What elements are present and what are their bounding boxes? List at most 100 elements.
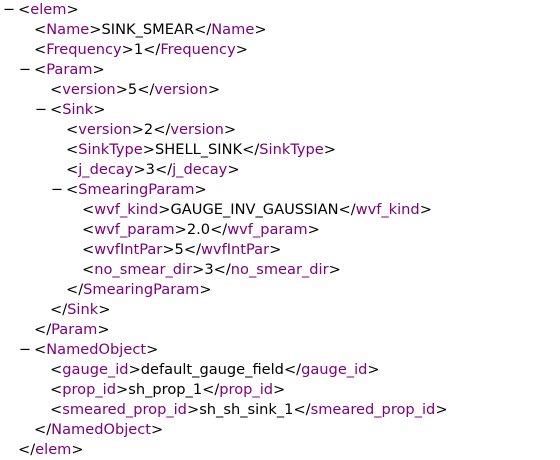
xml-line: <wvf_kind>GAUGE_INV_GAUSSIAN</wvf_kind> [82, 200, 432, 220]
close-tag-name: wvf_param [227, 221, 308, 238]
xml-line: <NamedObject> [34, 340, 158, 360]
xml-line: <Frequency>1</Frequency> [34, 40, 248, 60]
xml-line: <version>5</version> [50, 80, 220, 100]
close-bracket: > [121, 41, 134, 58]
close-tag-name: prop_id [219, 381, 274, 398]
element-value: 5 [127, 81, 138, 98]
open-bracket: < [82, 201, 95, 218]
close-bracket: > [273, 381, 286, 398]
open-bracket: < [66, 181, 79, 198]
xml-line: <no_smear_dir>3</no_smear_dir> [82, 260, 341, 280]
element-value: default_gauge_field [140, 361, 284, 378]
xml-line: <Param> [34, 60, 105, 80]
close-tag-name: version [170, 121, 224, 138]
close-bracket: > [199, 281, 212, 298]
xml-line: <wvf_param>2.0</wvf_param> [82, 220, 320, 240]
close-bracket: > [235, 41, 248, 58]
xml-line: </Sink> [50, 300, 110, 320]
open-bracket: < [82, 241, 95, 258]
close-bracket: > [93, 101, 106, 118]
close-bracket: > [174, 221, 187, 238]
open-tag-name: elem [30, 1, 67, 18]
close-bracket: > [419, 201, 432, 218]
element-value: sh_sh_sink_1 [199, 401, 294, 418]
xml-line: </SmearingParam> [66, 280, 212, 300]
close-bracket: > [307, 221, 320, 238]
collapse-toggle-icon[interactable]: − [18, 61, 32, 78]
collapse-toggle-icon[interactable]: − [18, 341, 32, 358]
open-bracket: < [82, 261, 95, 278]
collapse-toggle-icon[interactable]: − [2, 1, 16, 18]
xml-line: <wvfIntPar>5</wvfIntPar> [82, 240, 281, 260]
element-value: 1 [133, 41, 144, 58]
close-tag-name: j_decay [172, 161, 228, 178]
end-open-bracket: </ [283, 361, 302, 378]
end-open-bracket: </ [153, 121, 171, 138]
close-bracket: > [186, 401, 200, 418]
open-bracket: < [66, 161, 79, 178]
open-bracket: < [82, 221, 95, 238]
close-bracket: > [89, 21, 102, 38]
end-open-bracket: </ [137, 81, 155, 98]
xml-line: <Name>SINK_SMEAR</Name> [34, 20, 267, 40]
end-open-bracket: </ [338, 201, 356, 218]
close-tag-name: smeared_prop_id [310, 401, 436, 418]
open-tag-name: Param [46, 61, 93, 78]
element-value: 2 [143, 121, 154, 138]
end-open-bracket: </ [34, 421, 52, 438]
end-open-bracket: </ [34, 321, 52, 338]
end-open-bracket: </ [213, 261, 231, 278]
close-bracket: > [142, 141, 156, 158]
close-tag-name: Frequency [160, 41, 236, 58]
collapse-toggle-icon[interactable]: − [50, 181, 64, 198]
close-bracket: > [162, 241, 175, 258]
open-bracket: < [34, 21, 47, 38]
element-value: 2.0 [186, 221, 211, 238]
close-bracket: > [192, 261, 205, 278]
open-tag-name: wvf_kind [94, 201, 159, 218]
open-bracket: < [18, 1, 31, 18]
open-bracket: < [34, 61, 47, 78]
element-value: SINK_SMEAR [101, 21, 195, 38]
close-bracket: > [115, 81, 128, 98]
xml-line: <prop_id>sh_prop_1</prop_id> [50, 380, 285, 400]
close-bracket: > [133, 161, 146, 178]
close-tag-name: SmearingParam [83, 281, 200, 298]
element-value: 3 [145, 161, 155, 178]
open-bracket: < [50, 101, 63, 118]
xml-line: <SinkType>SHELL_SINK</SinkType> [66, 140, 336, 160]
collapse-toggle-icon[interactable]: − [34, 101, 48, 118]
close-tag-name: no_smear_dir [230, 261, 329, 278]
close-bracket: > [128, 361, 141, 378]
end-open-bracket: </ [50, 301, 68, 318]
open-tag-name: Sink [62, 101, 94, 118]
element-value: 5 [174, 241, 184, 258]
close-bracket: > [435, 401, 448, 418]
close-tag-name: elem [35, 441, 72, 458]
close-tag-name: SinkType [259, 141, 324, 158]
open-tag-name: SinkType [78, 141, 143, 158]
open-tag-name: version [62, 81, 116, 98]
open-tag-name: wvf_param [94, 221, 175, 238]
close-tag-name: NamedObject [51, 421, 152, 438]
open-bracket: < [34, 341, 47, 358]
end-open-bracket: </ [202, 381, 220, 398]
open-tag-name: smeared_prop_id [62, 401, 187, 418]
open-tag-name: wvfIntPar [94, 241, 163, 258]
close-bracket: > [151, 421, 164, 438]
xml-line: <j_decay>3</j_decay> [66, 160, 240, 180]
close-tag-name: wvf_kind [355, 201, 420, 218]
xml-line: <Sink> [50, 100, 106, 120]
close-bracket: > [194, 181, 207, 198]
end-open-bracket: </ [242, 141, 260, 158]
end-open-bracket: </ [66, 281, 84, 298]
open-bracket: < [34, 41, 47, 58]
close-bracket: > [97, 321, 110, 338]
close-bracket: > [328, 261, 341, 278]
element-value: SHELL_SINK [155, 141, 243, 158]
open-tag-name: j_decay [78, 161, 134, 178]
open-bracket: < [50, 81, 63, 98]
end-open-bracket: </ [293, 401, 311, 418]
open-tag-name: Frequency [46, 41, 122, 58]
close-bracket: > [227, 161, 240, 178]
